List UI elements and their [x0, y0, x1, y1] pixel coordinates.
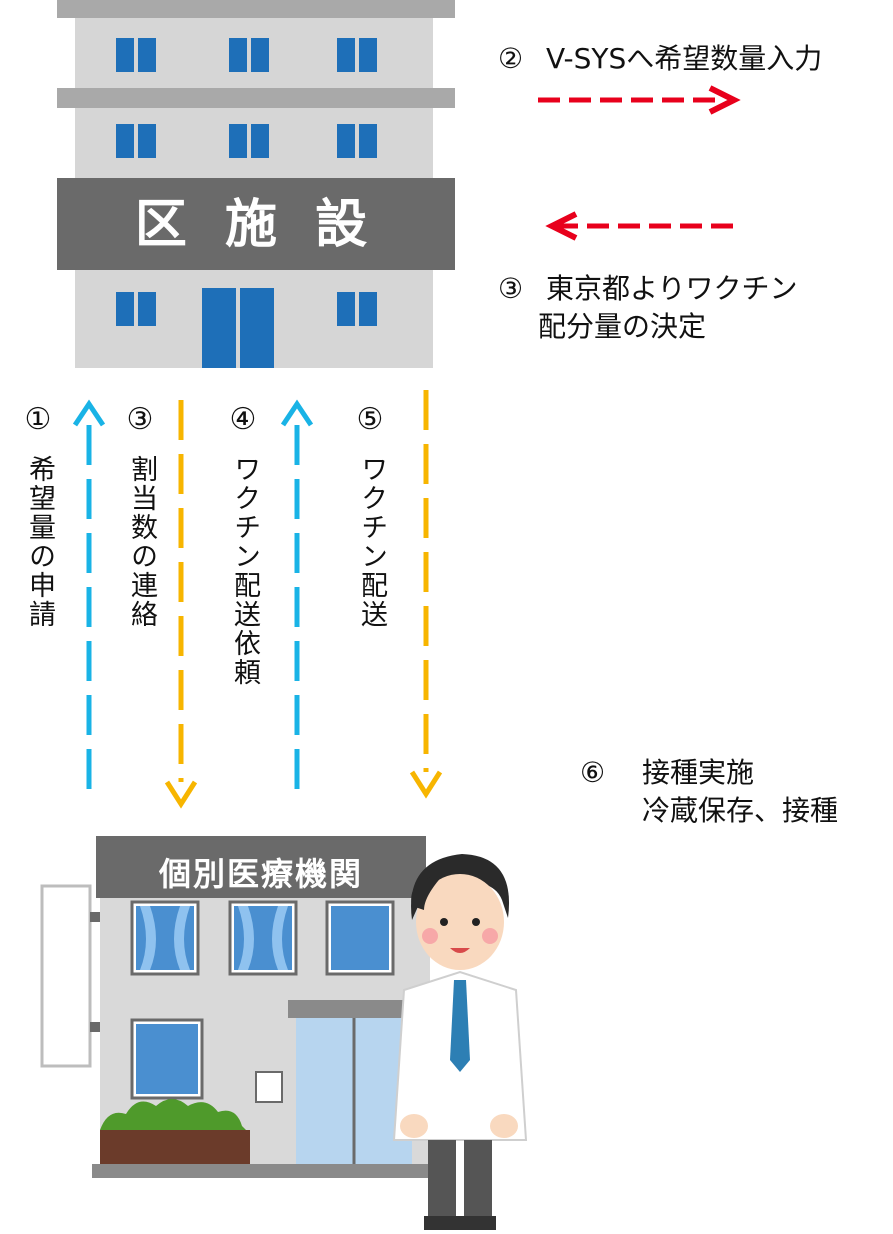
step5-text: ワクチン配送 — [356, 455, 387, 629]
step1-number: ① — [24, 402, 52, 437]
step2-label: ② V-SYSへ希望数量入力 — [498, 42, 822, 76]
doctor-illustration — [392, 854, 528, 1230]
step3-arrow-down — [164, 400, 198, 809]
step3-number: ③ — [126, 402, 154, 437]
step6-label: ⑥ 接種実施 冷蔵保存、接種 — [580, 756, 838, 827]
step1-text: 希望量の申請 — [24, 455, 55, 629]
step3-label: ③ 割当数の連絡 — [122, 402, 158, 629]
step2-arrow-right — [538, 85, 741, 115]
step2-text: V-SYSへ希望数量入力 — [546, 42, 823, 75]
step4-number: ④ — [229, 402, 257, 437]
step1-arrow-up — [72, 399, 106, 802]
clinic-sign: 個別医療機関 — [158, 855, 363, 893]
step6-line2: 冷蔵保存、接種 — [642, 793, 839, 827]
step6-line1: 接種実施 — [642, 756, 755, 789]
step2-number: ② — [498, 42, 524, 75]
ward-building — [57, 0, 455, 368]
step3-top-line2: 配分量の決定 — [538, 309, 707, 343]
step3-top-number: ③ — [498, 272, 524, 305]
step3-allocation-label: ③ 東京都よりワクチン 配分量の決定 — [498, 272, 797, 343]
step3-top-line1: 東京都よりワクチン — [546, 272, 798, 305]
step5-label: ⑤ ワクチン配送 — [352, 402, 388, 629]
step5-number: ⑤ — [356, 402, 384, 437]
step4-label: ④ ワクチン配送依頼 — [225, 402, 261, 687]
vertical-arrows — [72, 390, 443, 809]
step5-arrow-down — [409, 390, 443, 799]
step3-text: 割当数の連絡 — [126, 455, 157, 629]
step4-arrow-up — [280, 399, 314, 802]
step4-text: ワクチン配送依頼 — [229, 455, 260, 687]
step1-label: ① 希望量の申請 — [20, 402, 56, 629]
clinic-building — [40, 836, 432, 1178]
step6-number: ⑥ — [580, 756, 606, 789]
ward-facility-sign: 区 施 設 — [134, 195, 378, 255]
step3-arrow-left — [545, 211, 740, 241]
